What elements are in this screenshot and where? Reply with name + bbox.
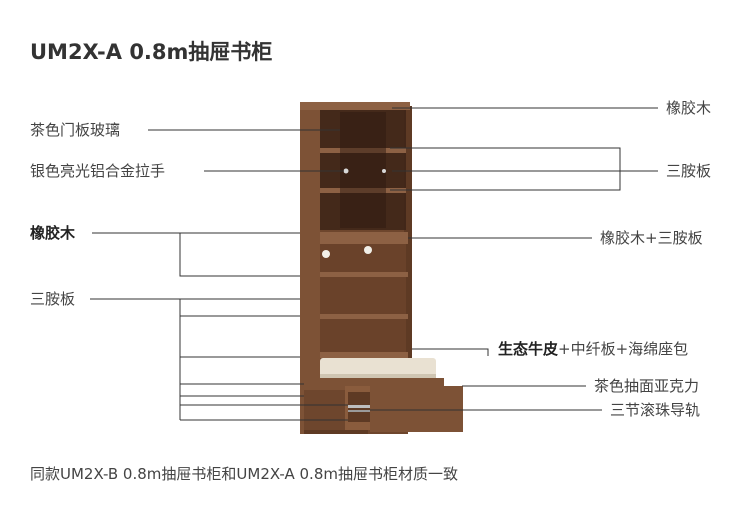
base-lower bbox=[304, 390, 352, 434]
label-seat-cushion: 生态牛皮+中纤板+海绵座包 bbox=[498, 340, 688, 358]
knob-icon bbox=[322, 250, 330, 258]
shelf-2 bbox=[320, 314, 408, 319]
seat-cushion-shadow bbox=[320, 374, 436, 379]
knob-icon-2 bbox=[364, 246, 372, 254]
label-rubberwood-plywood: 橡胶木+三胺板 bbox=[600, 229, 703, 247]
silver-handle-icon bbox=[343, 168, 349, 174]
slide-rail-icon-2 bbox=[348, 410, 370, 412]
open-shelf-area bbox=[320, 244, 406, 356]
page-title: UM2X-A 0.8m抽屉书柜 bbox=[30, 40, 273, 64]
slide-rail-icon bbox=[348, 405, 370, 408]
cabinet-top bbox=[300, 102, 410, 110]
drawer-front bbox=[370, 386, 463, 432]
cabinet-plinth bbox=[304, 430, 368, 434]
label-seat-cushion-bold: 生态牛皮 bbox=[498, 340, 559, 358]
label-plywood-right: 三胺板 bbox=[666, 162, 712, 180]
leader-lines-left bbox=[90, 129, 348, 421]
footer-note: 同款UM2X-B 0.8m抽屉书柜和UM2X-A 0.8m抽屉书柜材质一致 bbox=[30, 465, 458, 483]
label-seat-cushion-rest: +中纤板+海绵座包 bbox=[558, 340, 689, 358]
cabinet-left-side bbox=[300, 104, 320, 434]
label-rubberwood-left: 橡胶木 bbox=[30, 224, 76, 242]
label-tea-glass-door: 茶色门板玻璃 bbox=[30, 121, 121, 139]
label-plywood-left: 三胺板 bbox=[30, 290, 76, 308]
label-tea-acrylic: 茶色抽面亚克力 bbox=[594, 377, 700, 395]
label-slide-rail: 三节滚珠导轨 bbox=[610, 401, 701, 419]
middle-band bbox=[320, 232, 408, 244]
bookcase-illustration bbox=[300, 102, 463, 434]
label-rubberwood-right: 橡胶木 bbox=[666, 99, 712, 117]
leader-lines-right bbox=[370, 107, 658, 411]
shelf-3 bbox=[320, 352, 408, 358]
label-silver-handle: 银色亮光铝合金拉手 bbox=[30, 162, 166, 180]
shelf-1 bbox=[320, 272, 408, 277]
seat-cushion bbox=[320, 358, 436, 378]
silver-handle-icon-2 bbox=[382, 169, 386, 173]
